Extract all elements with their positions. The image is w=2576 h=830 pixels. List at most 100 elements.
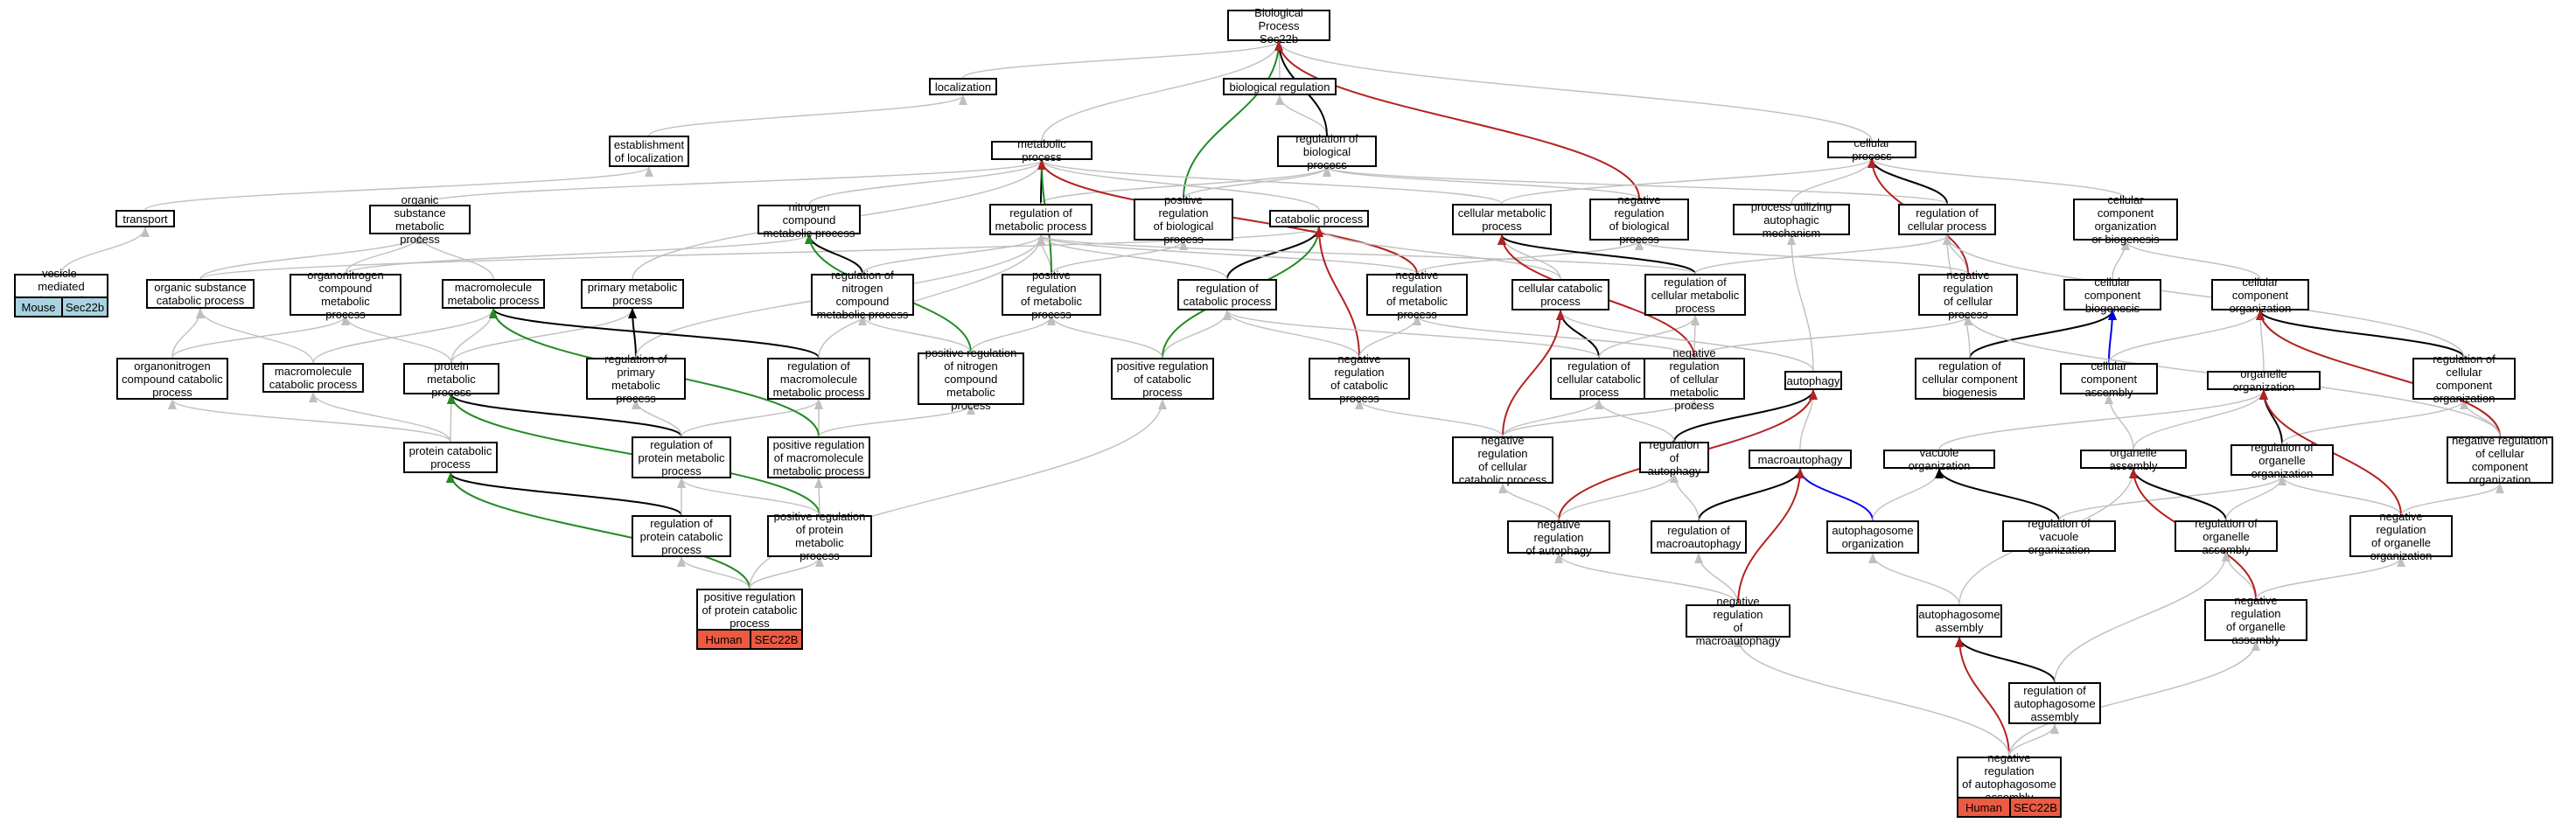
edge-reg-organelle-org-to-reg-cc-org (2281, 399, 2468, 445)
go-term-node-neg-reg-bio[interactable]: negative regulation of biological proces… (1589, 193, 1689, 246)
go-term-label: regulation of cellular process (1907, 206, 1987, 233)
go-term-node-pos-reg-macro[interactable]: positive regulation of macromolecule met… (767, 436, 870, 478)
go-term-node-macroautophagy[interactable]: macroautophagy (1749, 450, 1852, 469)
go-term-node-reg-bio[interactable]: regulation of biological process (1277, 132, 1377, 171)
go-term-node-reg-protein-cat[interactable]: regulation of protein catabolic process (632, 515, 731, 557)
go-term-node-reg-cc-biogen[interactable]: regulation of cellular component biogene… (1915, 358, 2025, 400)
edge-neg-reg-macroauto-to-neg-reg-autophagy (1554, 553, 1739, 605)
go-term-node-reg-vacuole-org[interactable]: regulation of vacuole organization (2002, 517, 2116, 556)
go-term-node-reg-organelle-asm[interactable]: regulation of organelle assembly (2175, 517, 2278, 556)
go-term-node-neg-reg-met[interactable]: negative regulation of metabolic process (1366, 269, 1468, 321)
go-term-node-organonitro-met[interactable]: organonitrogen compound metabolic proces… (290, 269, 401, 321)
go-term-node-nitro-met[interactable]: nitrogen compound metabolic process (757, 200, 861, 240)
edge-neg-reg-cat-to-catabolic (1315, 227, 1360, 359)
go-term-label: organic substance catabolic process (154, 281, 247, 307)
go-term-node-autophagy[interactable]: autophagy (1784, 371, 1842, 390)
edge-cc-assembly-to-cc-biogen (2107, 310, 2117, 364)
go-term-node-metabolic[interactable]: metabolic process (991, 137, 1093, 164)
go-term-node-organonitro-cat[interactable]: organonitrogen compound catabolic proces… (116, 358, 228, 400)
edge-neg-reg-cell-cat-to-cell-cat (1502, 310, 1565, 437)
go-term-node-macro-cat[interactable]: macromolecule catabolic process (262, 363, 364, 393)
edge-pos-reg-bio-to-bp (1183, 40, 1283, 199)
go-term-node-organelle-org[interactable]: organelle organization (2207, 367, 2321, 394)
go-term-node-reg-macroauto[interactable]: regulation of macroautophagy (1651, 520, 1747, 554)
go-term-node-cell-cat[interactable]: cellular catabolic process (1511, 279, 1609, 310)
go-term-node-reg-cell[interactable]: regulation of cellular process (1898, 204, 1996, 235)
go-term-node-neg-reg-autophagy[interactable]: negative regulation of autophagy (1507, 517, 1610, 557)
go-term-label: negative regulation of autophagy (1525, 517, 1592, 557)
edge-protein-cat-to-macro-cat (309, 392, 451, 443)
go-term-label: regulation of autophagosome assembly (2014, 683, 2096, 723)
edge-pos-reg-protein-cat-to-reg-protein-cat (677, 556, 750, 589)
go-term-node-neg-reg-autophagosome-asm[interactable]: negative regulation of autophagosome ass… (1957, 751, 2062, 804)
go-term-node-neg-reg-macroauto[interactable]: negative regulation of macroautophagy (1686, 595, 1791, 647)
go-term-label: regulation of metabolic process (995, 206, 1087, 233)
go-term-label: organelle assembly (2109, 446, 2158, 472)
go-term-node-pos-reg-cat[interactable]: positive regulation of catabolic process (1111, 358, 1214, 400)
go-term-node-neg-reg-cc-org[interactable]: negative regulation of cellular componen… (2447, 434, 2553, 486)
edge-reg-macro-to-macro-met (489, 308, 820, 359)
go-term-label: negative regulation of metabolic process (1386, 269, 1449, 321)
go-term-node-cc-biogen[interactable]: cellular component biogenesis (2063, 276, 2161, 315)
go-term-node-reg-cc-org[interactable]: regulation of cellular component organiz… (2412, 352, 2516, 405)
go-term-node-primary-met[interactable]: primary metabolic process (581, 279, 684, 309)
go-term-node-vacuole-org[interactable]: vacuole organization (1883, 446, 1995, 472)
go-term-node-neg-reg-cell-cat[interactable]: negative regulation of cellular cataboli… (1452, 434, 1553, 486)
go-term-node-organelle-asm[interactable]: organelle assembly (2080, 446, 2187, 472)
edge-cc-assembly-to-cc-org (2108, 310, 2265, 364)
edge-neg-reg-cell-cat-to-neg-reg-cell-met (1502, 399, 1699, 437)
edge-cellular-to-bp (1274, 40, 1873, 142)
go-term-node-cc-org-bio[interactable]: cellular component organization or bioge… (2073, 193, 2178, 246)
go-term-node-bp[interactable]: Biological Process Sec22b (1227, 6, 1330, 45)
go-term-node-org-sub-met[interactable]: organic substance metabolic process (369, 193, 471, 246)
go-term-node-reg-organelle-org[interactable]: regulation of organelle organization (2230, 441, 2334, 480)
go-term-node-cell-met[interactable]: cellular metabolic process (1452, 204, 1552, 235)
go-term-node-reg-cell-met[interactable]: regulation of cellular metabolic process (1644, 274, 1746, 316)
go-term-node-protein-met[interactable]: protein metabolic process (403, 359, 499, 399)
go-term-node-neg-reg-organelle-org[interactable]: negative regulation of organelle organiz… (2349, 510, 2453, 562)
go-term-node-reg-cat[interactable]: regulation of catabolic process (1177, 279, 1277, 310)
go-term-node-pos-reg-protein-met[interactable]: positive regulation of protein metabolic… (767, 510, 872, 562)
go-term-node-est-loc[interactable]: establishment of localization (609, 136, 689, 167)
go-term-node-reg-autophagy[interactable]: regulation of autophagy (1639, 438, 1709, 478)
go-term-node-reg-nitro[interactable]: regulation of nitrogen compound metaboli… (811, 269, 914, 321)
go-term-node-pos-reg-met[interactable]: positive regulation of metabolic process (1002, 269, 1101, 321)
go-term-node-cc-assembly[interactable]: cellular component assembly (2060, 359, 2158, 399)
edge-organelle-asm-to-organelle-org (2133, 389, 2268, 450)
go-term-node-autophagosome-asm[interactable]: autophagosome assembly (1916, 604, 2002, 638)
species-label: Human (705, 632, 743, 646)
go-term-node-transport[interactable]: transport (115, 210, 175, 227)
go-term-node-reg-macro[interactable]: regulation of macromolecule metabolic pr… (767, 358, 870, 400)
edge-autophagosome-org-to-vacuole-org (1872, 468, 1944, 521)
go-term-node-neg-reg-cat[interactable]: negative regulation of catabolic process (1309, 352, 1410, 405)
edge-neg-reg-autophagy-to-neg-reg-cell-cat (1498, 483, 1560, 521)
edge-reg-cell-met-to-reg-cell (1694, 234, 1951, 275)
go-term-node-org-sub-cat[interactable]: organic substance catabolic process (146, 279, 255, 309)
go-term-node-reg-autophagosome-asm[interactable]: regulation of autophagosome assembly (2008, 682, 2101, 724)
go-term-node-neg-reg-cell-met[interactable]: negative regulation of cellular metaboli… (1644, 346, 1745, 412)
go-term-node-macro-met[interactable]: macromolecule metabolic process (442, 279, 545, 309)
go-term-node-proc-auto[interactable]: process utilizing autophagic mechanism (1733, 200, 1850, 240)
go-term-node-protein-cat[interactable]: protein catabolic process (403, 442, 498, 473)
edge-neg-reg-organelle-asm-to-reg-organelle-asm (2222, 551, 2257, 600)
go-term-node-bioreg[interactable]: biological regulation (1223, 78, 1337, 95)
go-term-node-catabolic[interactable]: catabolic process (1269, 210, 1369, 227)
go-term-node-neg-reg-cell[interactable]: negative regulation of cellular process (1918, 269, 2018, 321)
edge-reg-cell-to-reg-bio (1323, 166, 1948, 205)
go-term-node-vesicle[interactable]: vesicle-mediated transport (14, 267, 108, 306)
go-term-node-cc-org[interactable]: cellular component organization (2211, 276, 2309, 315)
go-term-label: positive regulation of protein metabolic… (773, 510, 866, 562)
go-term-node-pos-reg-nitro[interactable]: positive regulation of nitrogen compound… (918, 346, 1024, 412)
go-term-label: cellular component organization (2229, 275, 2292, 315)
edge-autophagy-to-proc-auto (1787, 234, 1814, 372)
go-term-node-pos-reg-protein-cat[interactable]: positive regulation of protein catabolic… (696, 589, 803, 631)
go-term-node-cellular[interactable]: cellular process (1827, 136, 1916, 163)
go-term-node-reg-primary[interactable]: regulation of primary metabolic process (586, 352, 686, 405)
go-term-node-localization[interactable]: localization (929, 78, 997, 95)
go-term-node-reg-protein-met[interactable]: regulation of protein metabolic process (632, 436, 731, 478)
go-term-node-autophagosome-org[interactable]: autophagosome organization (1826, 520, 1919, 554)
go-term-node-reg-cell-cat[interactable]: regulation of cellular catabolic process (1550, 358, 1648, 400)
go-term-node-reg-met[interactable]: regulation of metabolic process (989, 204, 1093, 235)
go-term-node-neg-reg-organelle-asm[interactable]: negative regulation of organelle assembl… (2204, 594, 2307, 646)
go-term-node-pos-reg-bio[interactable]: positive regulation of biological proces… (1134, 193, 1233, 246)
